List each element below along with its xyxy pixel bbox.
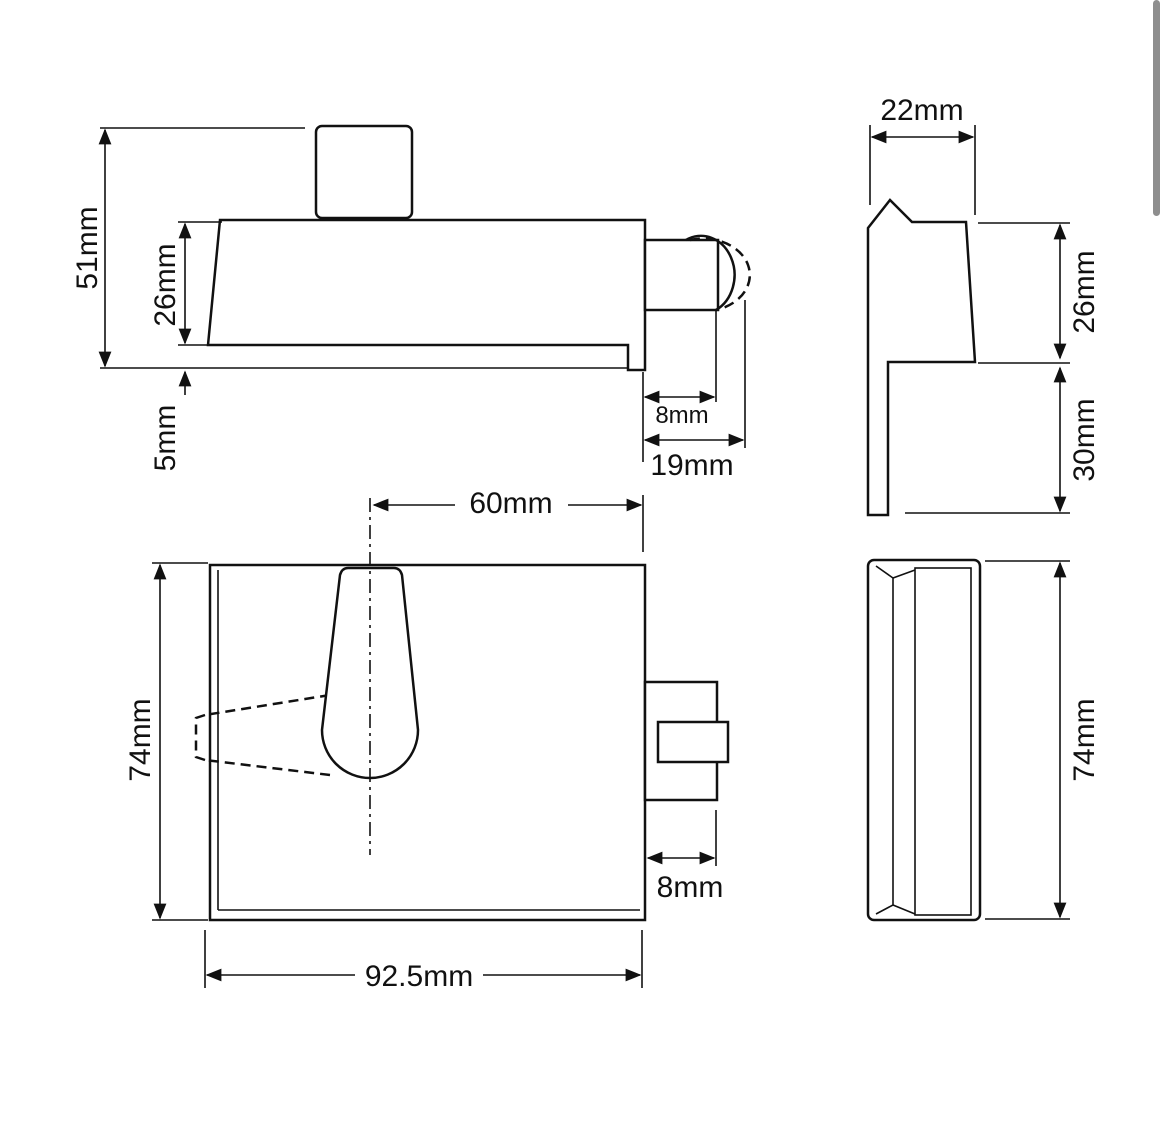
dim-8mm-front: 8mm — [657, 871, 724, 904]
dim-74mm-keep: 74mm — [1068, 698, 1101, 781]
keep-body — [866, 558, 982, 922]
dim-22mm: 22mm — [880, 94, 963, 127]
dim-51mm: 51mm — [71, 206, 104, 289]
handle-hidden-lines — [204, 693, 331, 777]
dim-8mm-top: 8mm — [655, 402, 708, 429]
bolt-top — [643, 238, 720, 312]
dim-5mm: 5mm — [149, 405, 182, 472]
bolt-thrown-outline — [689, 237, 752, 312]
dim-19mm: 19mm — [650, 449, 733, 482]
side-profile — [866, 198, 977, 517]
dim-92-5mm: 92.5mm — [365, 960, 473, 993]
dim-74mm-front: 74mm — [124, 698, 157, 781]
keep-view: 74mm — [866, 558, 1101, 922]
dim-60mm: 60mm — [469, 487, 552, 520]
side-view: 22mm 26mm 30mm — [866, 94, 1101, 517]
scrollbar[interactable] — [1153, 0, 1160, 216]
dim-26mm-top: 26mm — [149, 243, 182, 326]
front-view: 60mm 74mm 8mm 92.5mm — [124, 487, 730, 993]
knob — [314, 124, 414, 220]
dim-26mm-side: 26mm — [1068, 250, 1101, 333]
dim-30mm: 30mm — [1068, 398, 1101, 481]
lock-body-top — [206, 218, 647, 372]
top-view: 51mm 26mm 5mm 8mm 19mm — [71, 124, 752, 482]
bolt-front — [656, 720, 730, 764]
lock-body-front — [208, 563, 647, 922]
